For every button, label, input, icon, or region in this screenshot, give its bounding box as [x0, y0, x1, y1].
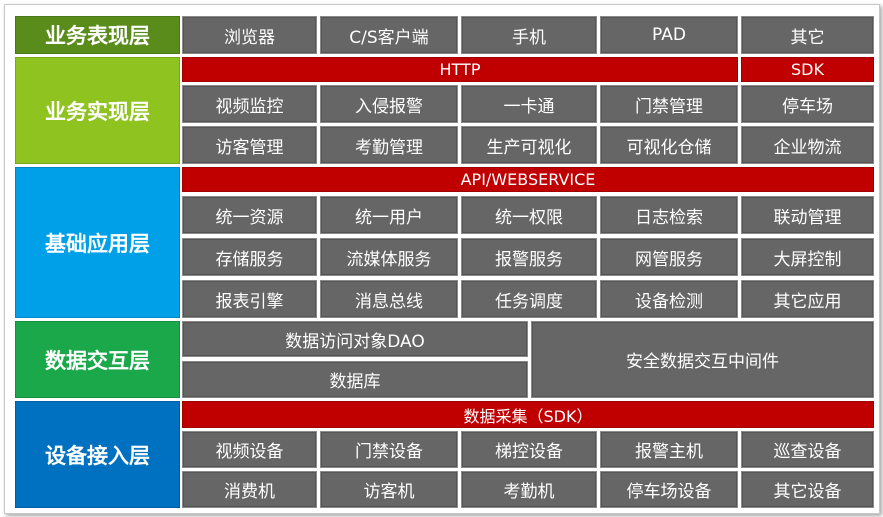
layer-presentation: 业务表现层 [15, 16, 180, 54]
box-linkage-management: 联动管理 [741, 196, 874, 234]
box-secure-data-middleware: 安全数据交互中间件 [531, 321, 874, 398]
box-big-screen-control: 大屏控制 [741, 238, 874, 276]
box-storage-service: 存储服务 [182, 238, 317, 276]
box-unified-permission: 统一权限 [461, 196, 597, 234]
box-alarm-host: 报警主机 [600, 431, 738, 468]
box-visitor-machine: 访客机 [320, 471, 458, 508]
box-production-visualization: 生产可视化 [461, 126, 597, 164]
box-one-card: 一卡通 [461, 85, 597, 123]
box-attendance-machine: 考勤机 [461, 471, 597, 508]
box-log-search: 日志检索 [600, 196, 738, 234]
box-video-device: 视频设备 [182, 431, 317, 468]
box-consumption-machine: 消费机 [182, 471, 317, 508]
box-access-control: 门禁管理 [600, 85, 738, 123]
box-message-bus: 消息总线 [320, 280, 458, 318]
box-other-client: 其它 [741, 16, 874, 54]
box-visitor-management: 访客管理 [182, 126, 317, 164]
box-parking: 停车场 [741, 85, 874, 123]
box-alarm-service: 报警服务 [461, 238, 597, 276]
box-access-device: 门禁设备 [320, 431, 458, 468]
box-device-detection: 设备检测 [600, 280, 738, 318]
box-streaming-service: 流媒体服务 [320, 238, 458, 276]
box-report-engine: 报表引擎 [182, 280, 317, 318]
box-cs-client: C/S客户端 [320, 16, 458, 54]
box-other-applications: 其它应用 [741, 280, 874, 318]
bar-sdk: SDK [741, 57, 874, 82]
bar-api-webservice: API/WEBSERVICE [182, 167, 874, 192]
layer-device: 设备接入层 [15, 401, 180, 508]
box-dao: 数据访问对象DAO [182, 321, 528, 357]
architecture-diagram: 业务表现层 业务实现层 基础应用层 数据交互层 设备接入层 浏览器 C/S客户端… [4, 4, 880, 514]
box-intrusion-alarm: 入侵报警 [320, 85, 458, 123]
box-network-management-service: 网管服务 [600, 238, 738, 276]
box-mobile: 手机 [461, 16, 597, 54]
layer-application: 基础应用层 [15, 167, 180, 318]
box-patrol-device: 巡查设备 [741, 431, 874, 468]
box-elevator-control-device: 梯控设备 [461, 431, 597, 468]
box-video-monitoring: 视频监控 [182, 85, 317, 123]
box-enterprise-logistics: 企业物流 [741, 126, 874, 164]
box-pad: PAD [600, 16, 738, 54]
box-database: 数据库 [182, 361, 528, 398]
box-unified-user: 统一用户 [320, 196, 458, 234]
box-task-scheduling: 任务调度 [461, 280, 597, 318]
box-attendance-management: 考勤管理 [320, 126, 458, 164]
bar-data-collection-sdk: 数据采集（SDK） [182, 401, 874, 428]
box-visual-warehouse: 可视化仓储 [600, 126, 738, 164]
box-browser: 浏览器 [182, 16, 317, 54]
bar-http: HTTP [182, 57, 738, 82]
box-unified-resource: 统一资源 [182, 196, 317, 234]
box-other-devices: 其它设备 [741, 471, 874, 508]
layer-implementation: 业务实现层 [15, 57, 180, 164]
box-parking-device: 停车场设备 [600, 471, 738, 508]
layer-data: 数据交互层 [15, 321, 180, 398]
